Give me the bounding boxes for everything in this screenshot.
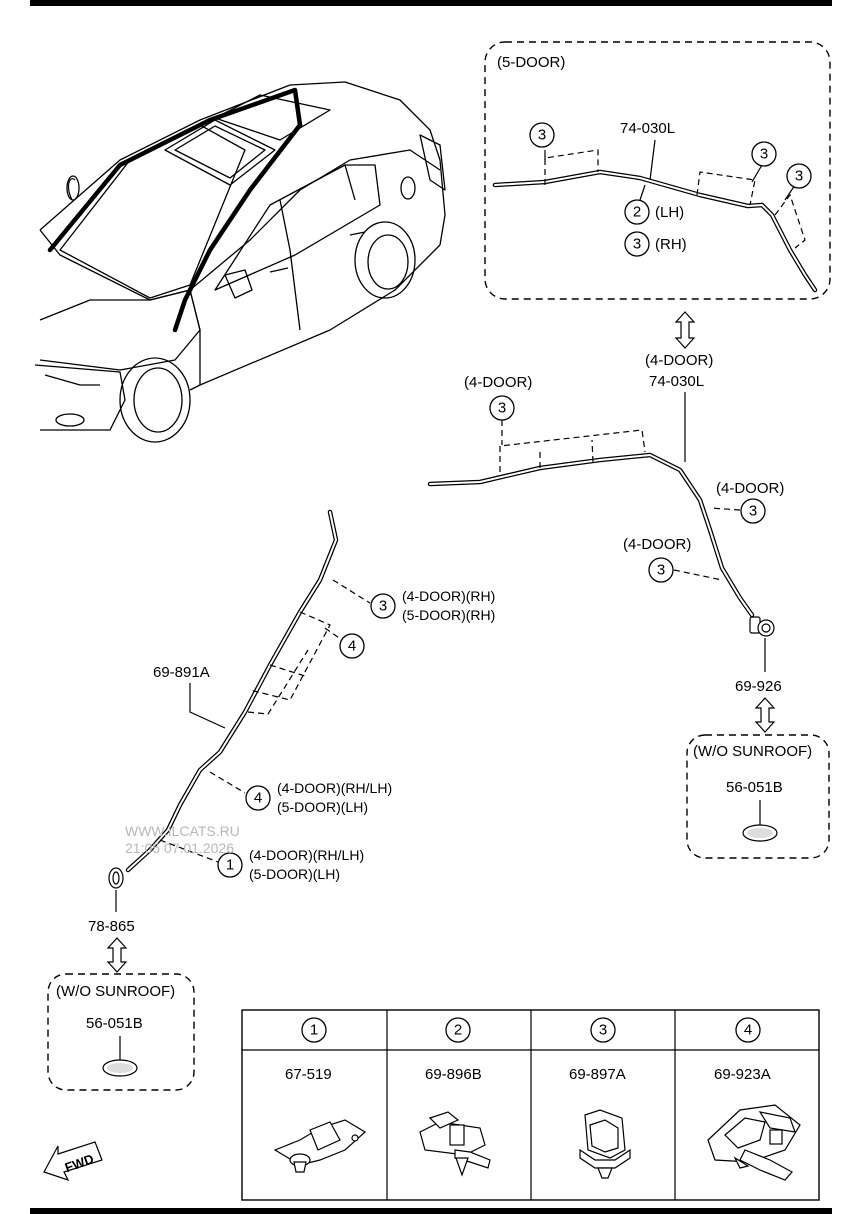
box-5door-callout-3a [529,122,555,148]
left-hose: 69-891A 3 (4-DOOR)(RH) (5-DOOR)(RH) 4 4 … [88,509,495,935]
left-connector-part: 78-865 [88,918,135,935]
box-5door-part: 74-030L [620,120,675,137]
legend-table: 1 67-519 2 69-896B [241,1009,820,1201]
left-hose-callout-1 [217,852,243,878]
box-5door-callout-3a-num: 3 [538,127,546,144]
box-5door-callout-3d-num: 3 [795,168,803,185]
top-border [30,0,832,6]
legend-col-4-part: 69-923A [714,1066,771,1083]
door4-part: 74-030L [649,373,704,390]
clip-69-896B-shape [419,1111,491,1177]
door4-callout-right [740,498,766,524]
left-hose-callout-4b [245,785,271,811]
swap-arrow-top [674,311,696,349]
swap-arrow-left [106,937,128,973]
legend-col-1-part: 67-519 [285,1066,332,1083]
legend-col-1-num: 1 [310,1022,318,1039]
grommet-box-left: (W/O SUNROOF) 56-051B [47,973,195,1091]
left-hose-callout-3-line1: (4-DOOR)(RH) [402,588,495,604]
grommet-right-title: (W/O SUNROOF) [693,743,812,760]
left-hose-callout-3-num: 3 [379,598,387,615]
box-5door-callout-3b-num: 3 [633,236,641,253]
car-illustration [34,81,446,443]
box-5door-callout-3d [786,163,812,189]
legend-col-4: 4 69-923A [707,1017,801,1181]
box-5door-callout-3c [751,141,777,167]
hose-4door: (4-DOOR) 74-030L (4-DOOR) 3 (4-DOOR) 3 (… [427,352,784,695]
clip-69-923A-shape [707,1104,801,1181]
grommet-right-part: 56-051B [726,779,783,796]
left-hose-callout-1-line2: (5-DOOR)(LH) [249,866,340,882]
left-hose-part: 69-891A [153,664,210,681]
door4-label-b: (4-DOOR) [464,374,532,391]
grommet-box-right-frame [686,734,830,859]
left-hose-callout-4b-num: 4 [254,790,262,807]
box-5door-callout-3c-num: 3 [760,146,768,163]
legend-col-2-num: 2 [454,1022,462,1039]
left-hose-callout-4a-num: 4 [348,638,356,655]
box-5door: (5-DOOR) 74-030L 3 2 (LH) 3 (RH) 3 3 [484,41,831,300]
legend-col-1: 1 67-519 [273,1017,367,1173]
door4-callout-lower-num: 3 [657,562,665,579]
grommet-box-left-frame [47,973,195,1091]
door4-callout-right-num: 3 [749,503,757,520]
box-5door-lh: (LH) [655,204,684,221]
fwd-arrow: FWD [43,1141,103,1182]
legend-col-3: 3 69-897A [569,1017,631,1179]
box-5door-callout-2 [624,199,650,225]
door4-callout-lower [648,557,674,583]
right-connector-shape [749,616,775,637]
door4-callout-lower-label: (4-DOOR) [623,536,691,553]
box-5door-callout-2-num: 2 [633,204,641,221]
box-5door-frame [484,41,831,300]
left-hose-callout-1-num: 1 [226,857,234,874]
door4-callout-right-label: (4-DOOR) [716,480,784,497]
watermark-line2: 21:05 07.01.2026 [125,840,234,856]
box-5door-rh: (RH) [655,236,687,253]
left-hose-callout-3-line2: (5-DOOR)(RH) [402,607,495,623]
left-hose-callout-4a [339,633,365,659]
grommet-left-title: (W/O SUNROOF) [56,983,175,1000]
door4-callout-left [489,395,515,421]
left-hose-callout-3 [370,593,396,619]
legend-col-2: 2 69-896B [419,1017,491,1177]
box-5door-callout-3b [624,231,650,257]
legend-col-3-part: 69-897A [569,1066,626,1083]
swap-arrow-right [754,697,776,733]
legend-col-4-num: 4 [744,1022,752,1039]
clip-67-519-shape [273,1119,367,1173]
right-connector-part: 69-926 [735,678,782,695]
door4-label-a: (4-DOOR) [645,352,713,369]
clip-69-897A-shape [579,1109,631,1179]
left-hose-callout-4b-line1: (4-DOOR)(RH/LH) [277,780,392,796]
legend-col-3-num: 3 [599,1022,607,1039]
door4-callout-left-num: 3 [498,400,506,417]
legend-col-2-part: 69-896B [425,1066,482,1083]
grommet-left-part: 56-051B [86,1015,143,1032]
watermark-line1: WWW.ILCATS.RU [125,823,240,839]
box-5door-title: (5-DOOR) [497,54,565,71]
left-hose-callout-4b-line2: (5-DOOR)(LH) [277,799,368,815]
bottom-border [30,1208,832,1214]
left-hose-callout-1-line1: (4-DOOR)(RH/LH) [249,847,364,863]
grommet-box-right: (W/O SUNROOF) 56-051B [686,734,830,859]
